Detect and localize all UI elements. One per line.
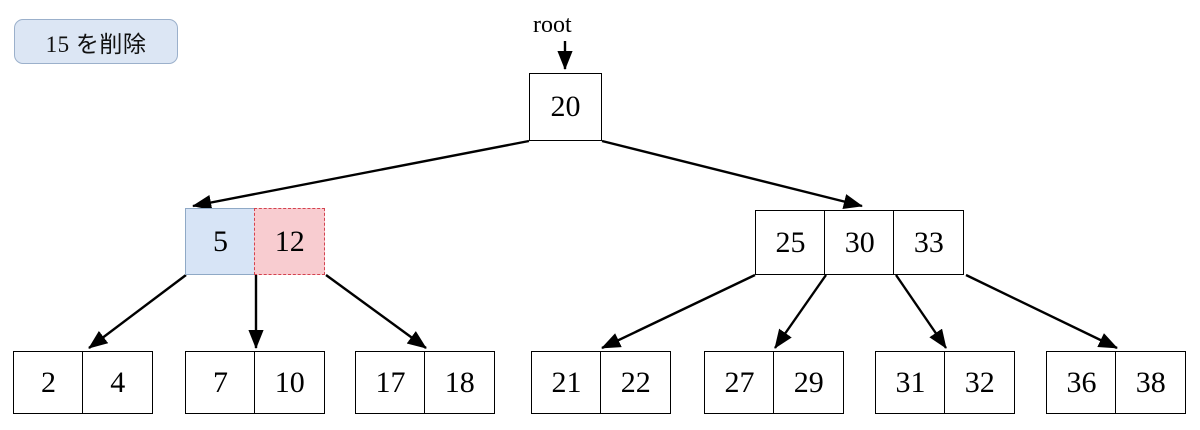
edge-right-node-to-leaf-5: [774, 274, 827, 349]
btree-key-cell: 27: [704, 351, 775, 414]
edge-right-node-to-leaf-4: [601, 273, 756, 350]
operation-badge: 15 を削除: [14, 19, 178, 64]
btree-node-internal-left: 5 12: [185, 208, 326, 275]
btree-key-cell: 10: [254, 351, 326, 414]
operation-badge-label: 15 を削除: [45, 31, 147, 57]
btree-key-cell: 31: [875, 351, 946, 414]
btree-node-leaf: 21 22: [531, 351, 672, 414]
edge-left-node-to-leaf-3: [325, 274, 427, 349]
edge-right-node-to-leaf-6: [895, 274, 947, 349]
btree-key-cell: 32: [944, 351, 1016, 414]
btree-key-cell: 18: [424, 351, 496, 414]
edge-left-node-to-leaf-1: [88, 274, 187, 349]
btree-node-leaf: 2 4: [13, 351, 154, 414]
btree-key-cell: 30: [824, 210, 896, 275]
btree-key-cell: 2: [13, 351, 84, 414]
btree-key-cell: 22: [600, 351, 672, 414]
edge-right-node-to-leaf-7: [965, 273, 1118, 350]
btree-node-leaf: 31 32: [875, 351, 1016, 414]
btree-key-cell: 29: [773, 351, 845, 414]
btree-key-cell: 36: [1046, 351, 1117, 414]
btree-node-internal-right: 25 30 33: [755, 210, 965, 275]
btree-node-leaf: 36 38: [1046, 351, 1187, 414]
btree-key-cell: 17: [355, 351, 426, 414]
btree-key-cell: 20: [529, 73, 602, 141]
btree-key-cell: 25: [755, 210, 826, 275]
edge-root-to-left-child: [192, 139, 530, 211]
btree-key-cell: 7: [185, 351, 256, 414]
btree-key-cell: 21: [531, 351, 602, 414]
btree-key-cell: 5: [185, 208, 256, 275]
btree-key-cell: 38: [1115, 351, 1187, 414]
btree-key-cell: 33: [893, 210, 965, 275]
btree-key-cell-deleted: 12: [254, 208, 326, 275]
btree-node-leaf: 17 18: [355, 351, 496, 414]
btree-key-cell: 4: [82, 351, 154, 414]
btree-node-leaf: 7 10: [185, 351, 326, 414]
edge-root-to-right-child: [601, 139, 863, 210]
btree-node-root: 20: [529, 73, 602, 141]
btree-node-leaf: 27 29: [704, 351, 845, 414]
root-pointer-label: root: [533, 12, 572, 38]
